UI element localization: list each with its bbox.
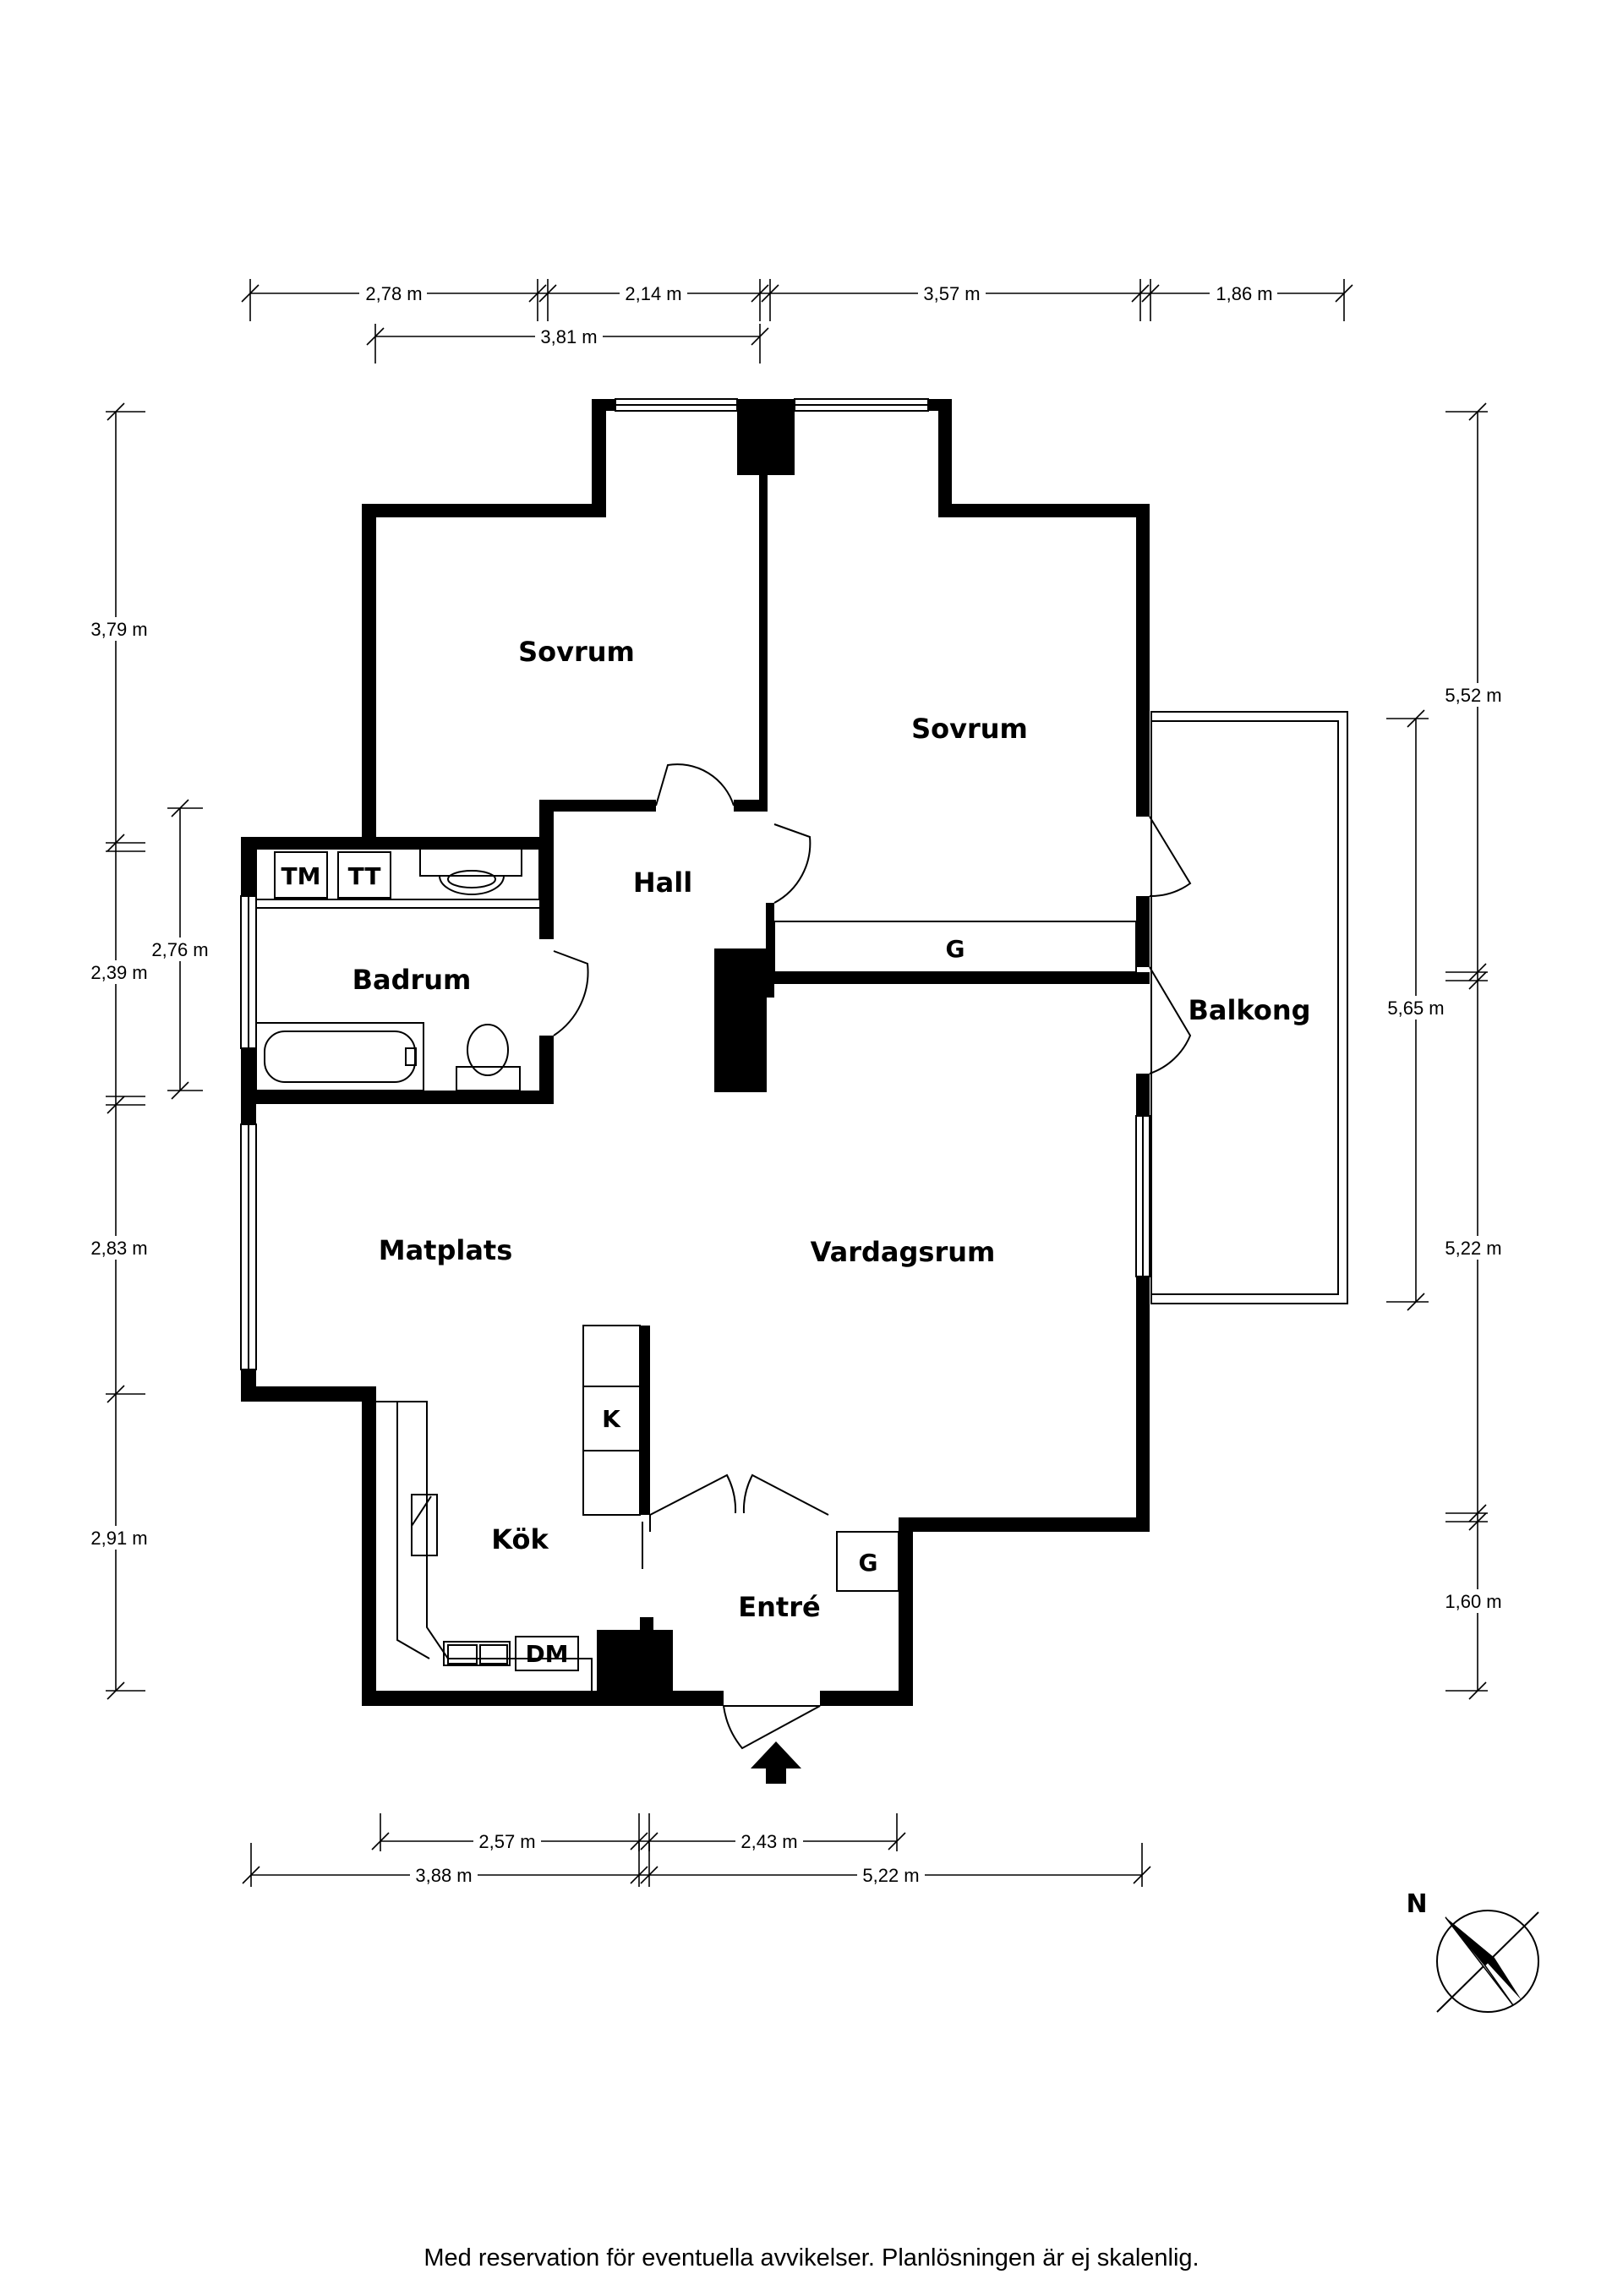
compass-icon: N (1406, 1889, 1539, 2013)
balcony (1150, 711, 1348, 1304)
dim-bottom-1: 2,57 m (478, 1831, 535, 1852)
room-balkong: Balkong (1188, 994, 1310, 1026)
fixture-k: K (602, 1405, 621, 1433)
room-sovrum-left: Sovrum (518, 636, 635, 668)
dim-top-sub: 3,81 m (540, 326, 597, 347)
room-sovrum-right: Sovrum (911, 713, 1028, 745)
walls (241, 399, 1150, 1706)
dim-bottom-4: 5,22 m (862, 1865, 919, 1886)
fixture-g-wardrobe: G (946, 935, 965, 963)
room-badrum: Badrum (352, 964, 472, 996)
dimension-labels: 2,78 m 2,14 m 3,57 m 1,86 m 3,81 m 3,79 … (85, 282, 1507, 1887)
room-vardagsrum: Vardagsrum (811, 1236, 996, 1268)
dim-balkong-height: 5,65 m (1387, 998, 1444, 1019)
dim-left-2: 2,39 m (90, 962, 147, 983)
dim-bottom-2: 2,43 m (740, 1831, 797, 1852)
dim-right-1: 5,52 m (1445, 685, 1501, 706)
dim-top-4: 1,86 m (1216, 283, 1272, 304)
dim-right-2: 5,22 m (1445, 1238, 1501, 1259)
entry-arrow-icon (751, 1741, 801, 1784)
windows (240, 398, 1150, 1370)
fixture-g-entre: G (859, 1549, 878, 1577)
dim-top-2: 2,14 m (625, 283, 681, 304)
dim-left-3: 2,83 m (90, 1238, 147, 1259)
fixtures (255, 848, 1137, 1691)
dim-left-4: 2,91 m (90, 1528, 147, 1549)
compass-label: N (1406, 1889, 1427, 1919)
fixture-tt: TT (348, 862, 381, 890)
dim-left-inner: 2,76 m (151, 939, 208, 960)
dim-top-1: 2,78 m (365, 283, 422, 304)
room-entre: Entré (738, 1591, 820, 1623)
fixture-dm: DM (525, 1640, 568, 1668)
dim-right-3: 1,60 m (1445, 1591, 1501, 1612)
dim-left-1: 3,79 m (90, 619, 147, 640)
fixture-tm: TM (281, 862, 321, 890)
room-matplats: Matplats (379, 1234, 513, 1266)
dim-top-3: 3,57 m (923, 283, 980, 304)
disclaimer-text: Med reservation för eventuella avvikelse… (424, 2244, 1199, 2271)
dim-bottom-3: 3,88 m (415, 1865, 472, 1886)
room-kok: Kök (491, 1523, 549, 1555)
room-hall: Hall (633, 866, 692, 899)
doors (553, 763, 1192, 1750)
